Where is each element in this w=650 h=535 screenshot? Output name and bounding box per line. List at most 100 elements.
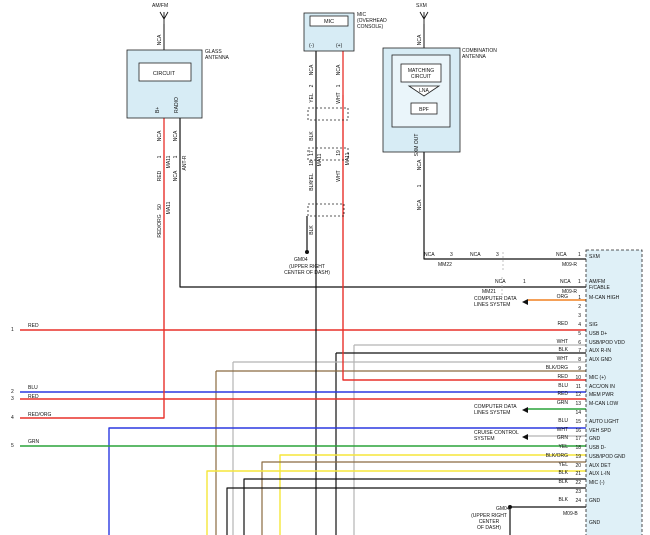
text-line: (OVERHEAD (357, 18, 387, 24)
wire-pin-20-yellow (206, 470, 586, 535)
pin-2-number: 2 (578, 304, 581, 310)
matching-circuit-box (400, 63, 442, 83)
ground-top-id: GM04 (294, 257, 308, 263)
pin-1-number: 1 (578, 295, 581, 301)
lna-amplifier (407, 85, 441, 97)
mic-pin-minus: (-) (309, 43, 314, 49)
mic-pin-19: 19 (336, 150, 342, 156)
lna-label: LNA (419, 88, 429, 94)
sxm-pin-1: 3 (450, 252, 453, 258)
pin-label-18: GND (589, 436, 601, 442)
pin-15-number: 15 (575, 419, 581, 425)
glass-wire-red: RED (157, 170, 163, 181)
wire-amfm (179, 150, 586, 288)
pin-wire-color-19: YEL (559, 444, 569, 450)
bpf-label: BPF (419, 107, 429, 113)
pin-wire-color-21: YEL (559, 462, 569, 468)
mic-pin-red: 1 (336, 84, 342, 87)
pin-5-number: 5 (578, 331, 581, 337)
glass-wire-nca: NCA (173, 170, 179, 181)
mic-wire-blk-2: YEL (309, 173, 315, 183)
pin-wire-color-22: BLK (559, 470, 569, 476)
ref-arrow (522, 299, 528, 305)
pin-label-22: AUX L-IN (589, 471, 611, 477)
glass-pin-right: 1 (173, 155, 179, 158)
pin-wire-color-14: GRN (557, 400, 569, 406)
pin-18-number: 18 (575, 445, 581, 451)
pin-wire-color-7: WHT (557, 339, 568, 345)
text-line: LINES SYSTEM (474, 410, 510, 416)
pin-12-number: 12 (575, 392, 581, 398)
mic-conn-left: MA11 (317, 153, 323, 166)
side-ref-2-number: 2 (11, 389, 14, 395)
wire-red-org (20, 150, 165, 419)
side-ref-3-number: 3 (11, 396, 14, 402)
combo-antenna-icon (419, 11, 429, 24)
side-ref-1-color: RED (28, 323, 39, 329)
combo-pin: 1 (417, 184, 423, 187)
glass-pin-b-plus: B+ (155, 107, 161, 113)
glass-pin-radio: RADIO (174, 97, 180, 113)
pin-label-16: AUTO LIGHT (589, 419, 619, 425)
conn-m09r-mid: M09-R (562, 289, 577, 295)
text-line: CRUISE CONTROL (474, 430, 519, 436)
mic-wire-red: WHT (336, 92, 342, 103)
amfm-pin-2: 1 (578, 279, 581, 285)
combo-out-label: SXM OUT (414, 134, 420, 157)
pin-wire-color-12: BLU (558, 383, 568, 389)
pin-label-11: MIC (+) (589, 375, 606, 381)
text-line: CONSOLE) (357, 24, 383, 30)
pin-24-number: 24 (575, 498, 581, 504)
pin-wire-color-17: WHT (557, 427, 568, 433)
ground-bottom-conn: M09-B (563, 511, 578, 517)
pin-label-26: GND (589, 520, 601, 526)
text-line: COMPUTER DATA (474, 404, 517, 410)
text-line: CIRCUIT (411, 74, 431, 80)
mic-label-box (309, 15, 349, 27)
bpf-box (410, 102, 438, 115)
sxm-pin-3: 1 (578, 252, 581, 258)
pin-label-14: M-CAN LOW (589, 401, 618, 407)
text-line: MATCHING (408, 68, 434, 74)
glass-antenna-icon (159, 11, 169, 24)
pin-label-9: AUX GND (589, 357, 612, 363)
glass-conn-left: MA11 (166, 155, 172, 168)
pin-7-number: 7 (578, 348, 581, 354)
pin-label-25: GND (589, 498, 601, 504)
mic-name: MIC (324, 19, 334, 25)
side-ref-5-number: 5 (11, 443, 14, 449)
glass-pin-left: 1 (157, 155, 163, 158)
side-ref-4-number: 4 (11, 415, 14, 421)
mic-wire-red-2: WHT (336, 170, 342, 181)
pin-wire-color-5: RED (557, 321, 568, 327)
text-line: LINES SYSTEM (474, 302, 510, 308)
glass-nca-right: NCA (173, 130, 179, 141)
combo-nca-a: NCA (417, 159, 423, 170)
pin-label-17: VEH SPD (589, 428, 611, 434)
text-line: CENTER OF DASH) (284, 270, 330, 276)
combo-antenna-nca: NCA (417, 34, 423, 45)
ground-point (305, 250, 309, 254)
pin-wire-color-9: WHT (557, 356, 568, 362)
sxm-nca-3: NCA (556, 252, 567, 258)
text-line: ANTENNA (205, 55, 230, 61)
pin-label-13: MEM PWR (589, 392, 614, 398)
pin-label-2: M-CAN HIGH (589, 295, 620, 301)
pin-label-6: USB D+ (589, 331, 607, 337)
text-line: SYSTEM (474, 436, 495, 442)
mic-wire-blkorg-2: BLK (309, 181, 315, 191)
sxm-nca-1: NCA (424, 252, 435, 258)
side-ref-2-color: BLU (28, 385, 38, 391)
pin-label-20: USB/IPOD GND (589, 454, 626, 460)
pin-wire-color-23: BLK (559, 479, 569, 485)
pin-17-number: 17 (575, 436, 581, 442)
pin-16-number: 16 (575, 428, 581, 434)
text-line: (UPPER RIGHT (289, 264, 325, 270)
pin-label-23: MIC (-) (589, 480, 605, 486)
